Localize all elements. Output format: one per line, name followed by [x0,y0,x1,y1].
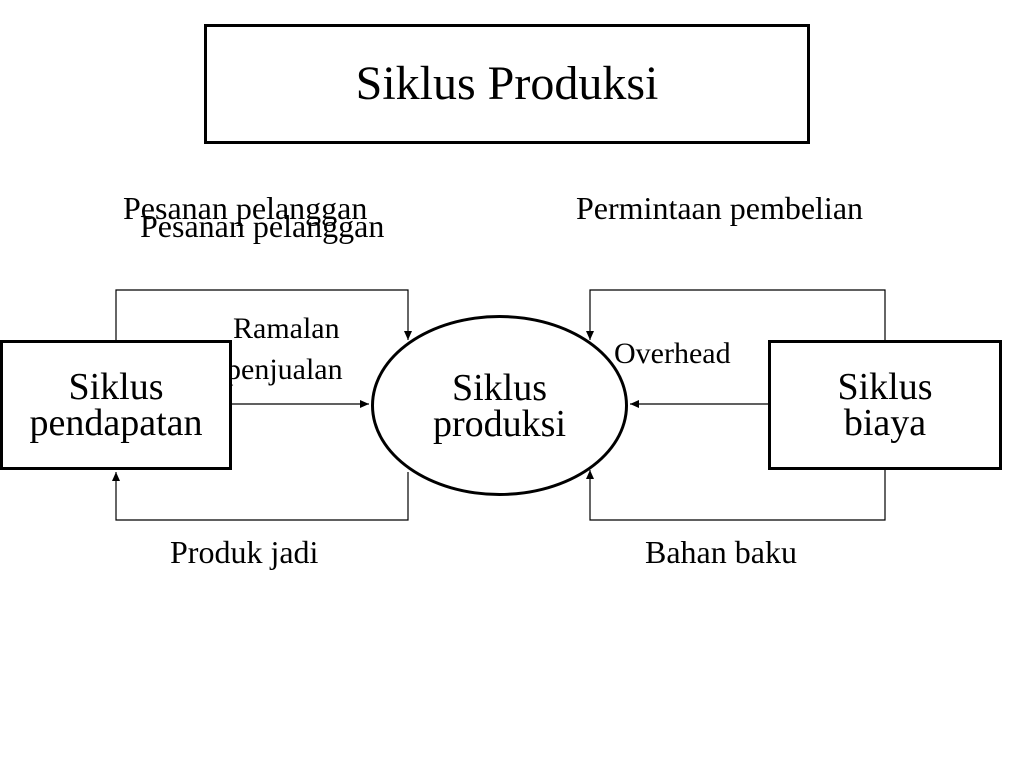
revenue-cycle-line2: pendapatan [29,402,203,444]
production-cycle-line1: Siklus [451,366,548,409]
production-cycle-oval: Siklus produksi [371,315,628,496]
cost-cycle-line1: Siklus [837,366,933,408]
cost-cycle-line2: biaya [843,402,927,444]
customer-orders-label-duplicate: Pesanan pelanggan [140,208,385,244]
finished-goods-label: Produk jadi [170,534,319,570]
purchase-requests-label: Permintaan pembelian [576,190,864,226]
sales-forecast-label-line1: Ramalan [233,312,340,345]
revenue-cycle-box: Siklus pendapatan [0,340,232,470]
cost-cycle-box: Siklus biaya [768,340,1002,470]
sales-forecast-label-line2: penjualan [226,353,343,386]
overhead-label: Overhead [614,337,731,370]
revenue-cycle-line1: Siklus [68,366,164,408]
page-title: Siklus Produksi [355,57,659,110]
production-cycle-line2: produksi [433,402,566,445]
raw-materials-arrow [586,470,886,521]
raw-materials-label: Bahan baku [645,534,797,570]
finished-goods-arrow [112,472,409,521]
customer-orders-arrow [115,289,412,340]
purchase-requests-arrow [586,289,886,340]
customer-orders-label: Pesanan pelanggan [123,190,368,226]
title-box: Siklus Produksi [204,24,810,144]
